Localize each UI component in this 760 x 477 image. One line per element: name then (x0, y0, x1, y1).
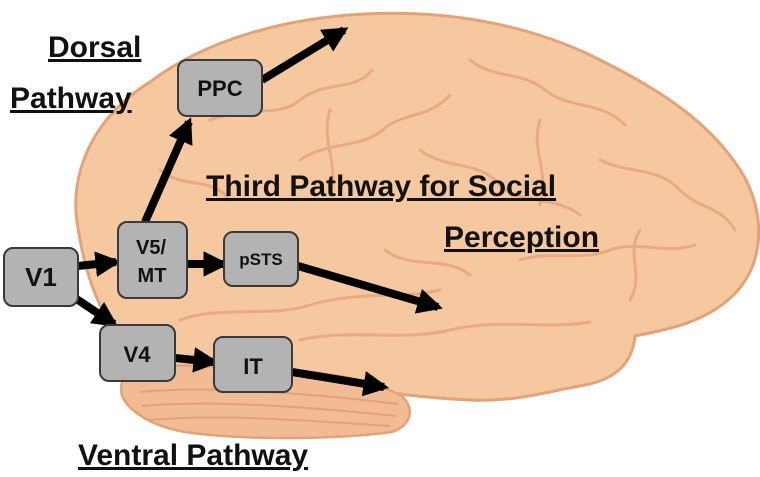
dorsal-label-line2: Pathway (10, 82, 132, 115)
node-it-label: IT (243, 354, 263, 379)
arrow-v4-to-it (174, 347, 220, 373)
label-ventral-pathway: Ventral Pathway (78, 439, 308, 472)
dorsal-label-line1: Dorsal (48, 31, 141, 64)
node-psts-label: pSTS (239, 250, 282, 269)
arrow-v5-to-ppc (141, 117, 193, 224)
ventral-label: Ventral Pathway (78, 439, 308, 472)
arrow-v1-to-v4 (69, 292, 119, 328)
node-v1-label: V1 (25, 262, 57, 292)
label-third-pathway: Third Pathway for Social Perception (206, 170, 599, 254)
arrows (69, 26, 443, 397)
node-psts: pSTS (223, 231, 299, 287)
node-v4: V4 (99, 324, 176, 382)
arrow-v1-to-v5 (77, 251, 122, 277)
node-v4-label: V4 (124, 342, 152, 367)
label-dorsal-pathway: Dorsal Pathway (10, 31, 141, 115)
third-pathway-label-line1: Third Pathway for Social (206, 170, 556, 203)
node-v1: V1 (3, 247, 79, 307)
node-v5-label-line1: V5/ (136, 237, 166, 259)
node-it: IT (213, 336, 293, 393)
node-ppc: PPC (177, 59, 263, 117)
arrow-it-out (291, 368, 390, 397)
node-ppc-label: PPC (197, 76, 242, 101)
node-v5-label-line2: MT (138, 265, 167, 287)
arrow-psts-out (296, 262, 443, 314)
third-pathway-label-line2: Perception (444, 221, 599, 254)
node-v5-mt: V5/ MT (117, 221, 188, 299)
arrow-ppc-out (259, 26, 349, 84)
